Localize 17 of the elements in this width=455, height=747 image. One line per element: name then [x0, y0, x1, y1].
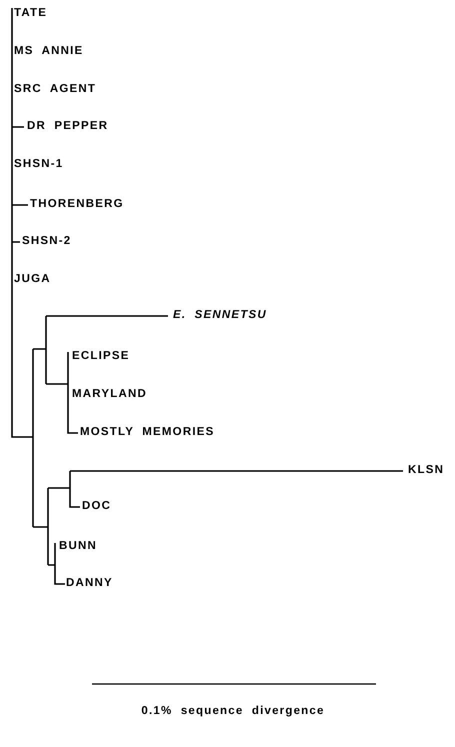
scale-label: 0.1% sequence divergence	[141, 705, 325, 718]
taxon-label: MS ANNIE	[14, 45, 84, 58]
taxon-label: BUNN	[59, 540, 98, 553]
taxon-label: JUGA	[14, 273, 51, 286]
taxon-label: KLSN	[408, 464, 444, 477]
taxon-label: SRC AGENT	[14, 83, 96, 96]
taxon-label: MOSTLY MEMORIES	[80, 426, 214, 439]
taxon-label: DANNY	[66, 577, 113, 590]
taxon-label: SHSN-2	[22, 235, 72, 248]
taxon-label: E. SENNETSU	[173, 309, 267, 322]
taxon-label: MARYLAND	[72, 388, 147, 401]
taxon-label: TATE	[14, 7, 48, 20]
taxon-label: DR PEPPER	[27, 120, 108, 133]
taxon-label: SHSN-1	[14, 158, 64, 171]
taxon-label: THORENBERG	[30, 198, 124, 211]
taxon-label: DOC	[82, 500, 112, 513]
taxon-label: ECLIPSE	[72, 350, 130, 363]
